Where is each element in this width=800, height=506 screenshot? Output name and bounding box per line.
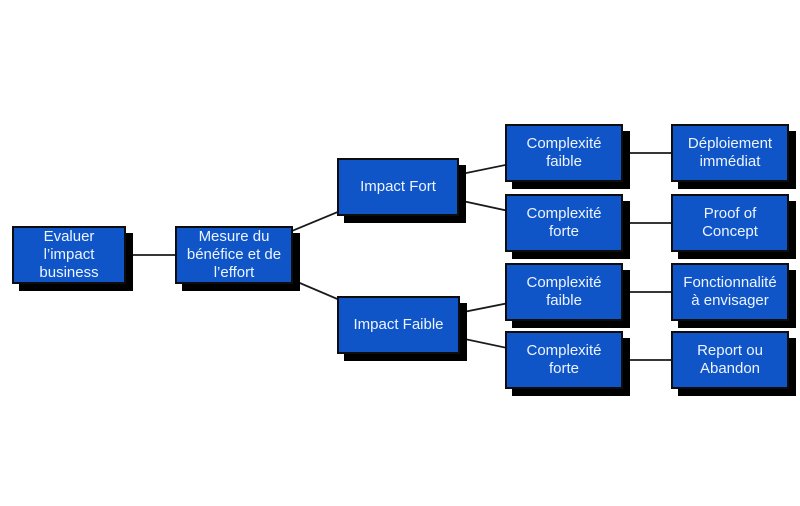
node-impact-fort: Impact Fort: [337, 158, 459, 216]
node-evaluer-impact-business: Evaluer l’impact business: [12, 226, 126, 284]
node-deploiement-immediat: Déploiement immédiat: [671, 124, 789, 182]
node-complexite-forte-fort: Complexité forte: [505, 194, 623, 252]
node-complexite-faible-faible: Complexité faible: [505, 263, 623, 321]
node-impact-faible: Impact Faible: [337, 296, 460, 354]
node-fonctionnalite-a-envisager: Fonctionnalité à envisager: [671, 263, 789, 321]
node-report-ou-abandon: Report ou Abandon: [671, 331, 789, 389]
node-complexite-faible-fort: Complexité faible: [505, 124, 623, 182]
node-complexite-forte-faible: Complexité forte: [505, 331, 623, 389]
node-mesure-benefice-effort: Mesure du bénéfice et de l’effort: [175, 226, 293, 284]
node-proof-of-concept: Proof of Concept: [671, 194, 789, 252]
